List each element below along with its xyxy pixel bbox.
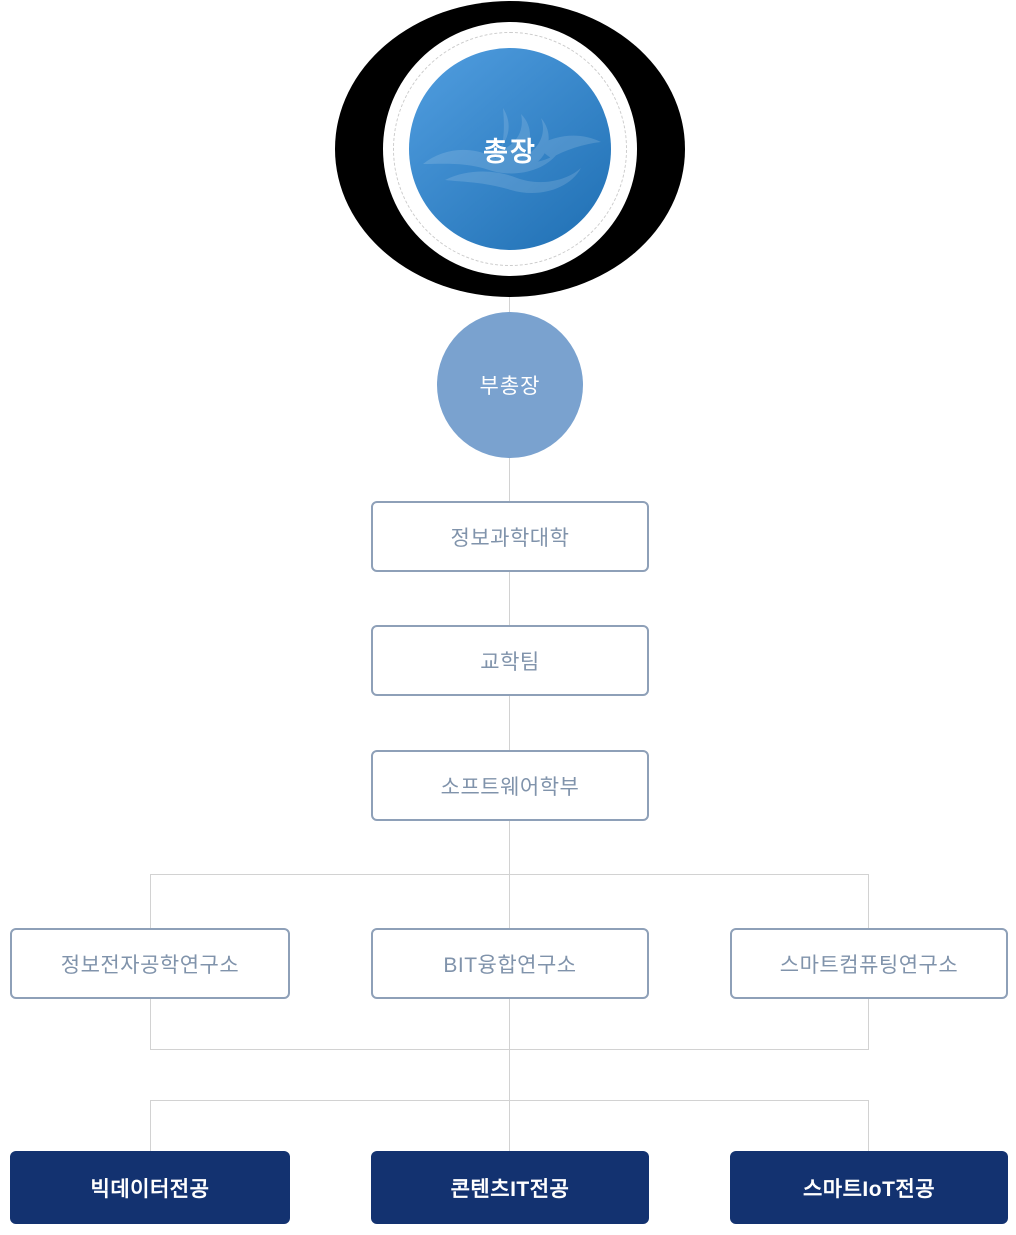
node-institute-bit: BIT융합연구소 xyxy=(371,928,649,999)
academic-team-label: 교학팀 xyxy=(480,650,540,674)
school-label: 소프트웨어학부 xyxy=(440,775,580,799)
node-institute-electronics: 정보전자공학연구소 xyxy=(10,928,290,999)
node-institute-smart-computing: 스마트컴퓨팅연구소 xyxy=(730,928,1008,999)
connector-drop-institute-right xyxy=(868,874,869,928)
connector-drop-institute-left xyxy=(150,874,151,928)
major-label: 콘텐츠IT전공 xyxy=(450,1177,570,1201)
vice-president-label: 부총장 xyxy=(479,375,541,398)
node-major-bigdata: 빅데이터전공 xyxy=(10,1151,290,1224)
institute-label: 정보전자공학연구소 xyxy=(60,953,240,977)
node-academic-team: 교학팀 xyxy=(371,625,649,696)
connector-drop-major-left xyxy=(150,1100,151,1152)
college-label: 정보과학대학 xyxy=(450,526,570,550)
node-college: 정보과학대학 xyxy=(371,501,649,572)
connector-drop-major-right xyxy=(868,1100,869,1152)
connector-bus-merge xyxy=(150,1049,869,1050)
connector-rise-institute-right xyxy=(868,998,869,1049)
vice-president-node: 부총장 xyxy=(437,312,583,458)
president-ring-dashed: 총장 xyxy=(393,32,627,266)
institute-label: 스마트컴퓨팅연구소 xyxy=(779,953,959,977)
president-ring-white: 총장 xyxy=(383,22,637,276)
institute-label: BIT융합연구소 xyxy=(443,953,577,977)
connector-bus-institutes xyxy=(150,874,869,875)
major-label: 스마트IoT전공 xyxy=(802,1177,936,1201)
connector-rise-institute-left xyxy=(150,998,151,1049)
connector-bus-majors xyxy=(150,1100,869,1101)
node-major-contents-it: 콘텐츠IT전공 xyxy=(371,1151,649,1224)
president-node: 총장 xyxy=(335,1,685,297)
president-label: 총장 xyxy=(483,136,537,167)
president-circle: 총장 xyxy=(409,48,611,250)
node-major-smart-iot: 스마트IoT전공 xyxy=(730,1151,1008,1224)
node-school-of-software: 소프트웨어학부 xyxy=(371,750,649,821)
major-label: 빅데이터전공 xyxy=(90,1177,210,1201)
